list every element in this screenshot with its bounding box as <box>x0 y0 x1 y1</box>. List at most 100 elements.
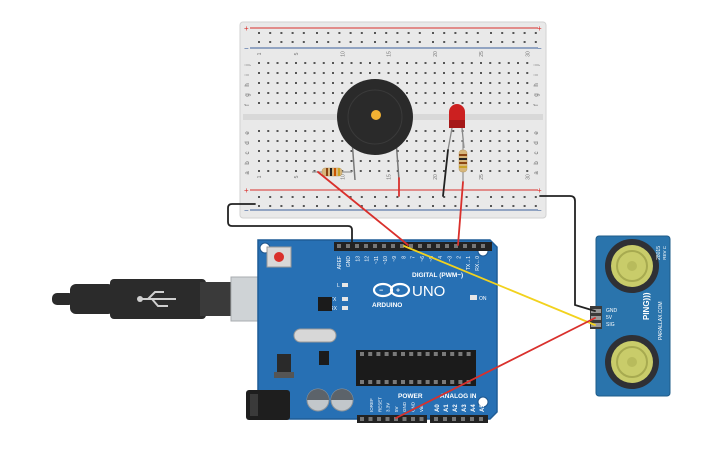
rail-hole <box>407 32 410 34</box>
terminal-hole <box>396 150 399 152</box>
terminal-hole <box>507 160 510 162</box>
terminal-hole <box>480 160 482 162</box>
row-letter-left: b <box>245 161 251 165</box>
terminal-hole <box>313 150 316 152</box>
terminal-hole <box>498 72 501 74</box>
power-label: POWER <box>398 393 423 400</box>
resistor-band <box>326 168 328 176</box>
terminal-hole <box>258 102 260 104</box>
row-letter-right: c <box>534 152 540 155</box>
terminal-hole <box>526 82 529 84</box>
terminal-hole <box>267 170 270 172</box>
terminal-hole <box>341 150 344 152</box>
row-letter-left: i <box>245 74 251 75</box>
rail-hole <box>465 32 468 34</box>
capacitor-stripe <box>331 389 353 400</box>
rail-hole <box>454 32 457 34</box>
terminal-hole <box>276 72 279 74</box>
rail-hole <box>338 205 341 207</box>
rail-hole <box>432 196 434 198</box>
capacitor-stripe <box>307 389 329 400</box>
rail-hole <box>465 41 468 43</box>
terminal-hole <box>470 140 473 142</box>
terminal-hole <box>313 92 316 94</box>
buzzer-ring <box>347 89 403 145</box>
rail-hole <box>291 32 294 34</box>
terminal-hole <box>295 160 297 162</box>
terminal-hole <box>369 72 371 74</box>
chip-pin <box>360 380 364 384</box>
led-on-label: ON <box>479 296 487 302</box>
terminal-hole <box>332 102 334 104</box>
terminal-hole <box>461 72 464 74</box>
terminal-hole <box>313 62 316 64</box>
terminal-hole <box>452 150 455 152</box>
terminal-hole <box>480 92 482 94</box>
resistor-band <box>459 158 467 160</box>
ping-revision: REV C <box>662 245 667 260</box>
terminal-hole <box>470 130 473 132</box>
terminal-hole <box>267 82 270 84</box>
terminal-hole <box>452 140 455 142</box>
terminal-hole <box>313 130 316 132</box>
terminal-hole <box>295 130 297 132</box>
led-lens <box>449 104 465 120</box>
terminal-hole <box>452 160 455 162</box>
row-letter-right: f <box>534 104 540 106</box>
terminal-hole <box>267 102 270 104</box>
rail-hole <box>385 196 388 198</box>
header-pin <box>355 244 359 248</box>
terminal-hole <box>285 130 288 132</box>
terminal-hole <box>387 72 390 74</box>
terminal-hole <box>526 92 529 94</box>
terminal-hole <box>267 140 270 142</box>
terminal-hole <box>304 92 307 94</box>
terminal-hole <box>267 62 270 64</box>
rail-hole <box>512 196 515 198</box>
ping-pin <box>591 309 601 313</box>
analog-header <box>430 415 488 423</box>
ping-pin-label: SIG <box>606 322 615 328</box>
terminal-hole <box>443 130 445 132</box>
terminal-hole <box>433 160 436 162</box>
chip-pin <box>360 352 364 356</box>
row-letter-right: d <box>534 141 540 144</box>
terminal-hole <box>507 140 510 142</box>
resistor-band <box>459 166 467 168</box>
reset-button-cap <box>274 252 284 262</box>
terminal-hole <box>507 130 510 132</box>
terminal-hole <box>415 72 418 74</box>
terminal-hole <box>498 150 501 152</box>
terminal-hole <box>424 102 427 104</box>
chip-pin <box>392 352 397 356</box>
rail-symbol-right-3: − <box>537 206 542 215</box>
rail-symbol-left-1: − <box>244 44 249 53</box>
header-pin <box>337 244 341 248</box>
terminal-hole <box>276 82 279 84</box>
ping-pin-label: 5V <box>606 315 613 321</box>
terminal-hole <box>433 140 436 142</box>
rail-hole <box>512 32 515 34</box>
digital-pin-label: 4 <box>438 256 444 259</box>
terminal-hole <box>350 82 353 84</box>
terminal-hole <box>258 140 260 142</box>
terminal-hole <box>415 160 418 162</box>
header-pin <box>418 244 422 248</box>
rail-hole <box>407 41 410 43</box>
rail-hole <box>454 205 457 207</box>
terminal-hole <box>424 150 427 152</box>
rail-hole <box>432 205 434 207</box>
terminal-hole <box>332 160 334 162</box>
terminal-hole <box>489 72 492 74</box>
terminal-hole <box>258 130 260 132</box>
digital-pin-label: ~10 <box>383 256 389 265</box>
usb-cable <box>52 276 278 322</box>
terminal-hole <box>517 82 519 84</box>
terminal-hole <box>406 150 408 152</box>
digital-pin-label: 7 <box>411 256 417 259</box>
analog-pin-label: A2 <box>453 404 459 412</box>
terminal-hole <box>378 170 381 172</box>
chip-pin <box>392 380 397 384</box>
terminal-hole <box>489 130 492 132</box>
terminal-hole <box>258 82 260 84</box>
